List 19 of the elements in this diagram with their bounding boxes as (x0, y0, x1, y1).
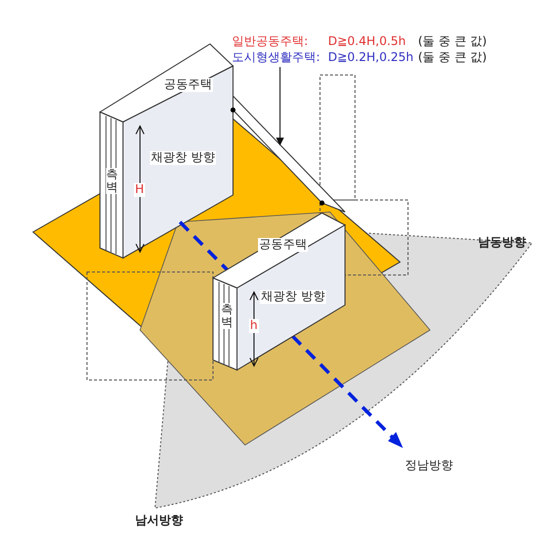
direction-label: 정남방향 (405, 459, 453, 473)
formula-note: (둘 중 큰 값) (418, 33, 487, 49)
building-type-label: 도시형생활주택: (232, 49, 320, 65)
building-gap-strip (232, 94, 346, 212)
window-direction-label: 채광창 방향 (260, 290, 326, 304)
side-wall-label: 측벽 (221, 303, 233, 330)
direction-label: 남서방향 (135, 514, 183, 528)
height-label: h (249, 319, 259, 333)
building-type-label: 일반공동주택: (232, 33, 308, 49)
leader-line (276, 66, 284, 146)
direction-label: 남동방향 (478, 236, 526, 250)
distance-formula: D≧0.2H,0.25h (328, 49, 414, 65)
side-wall-label: 측벽 (106, 168, 118, 194)
window-direction-label: 채광창 방향 (150, 151, 216, 165)
building-label: 공동주택 (258, 238, 308, 252)
formula-note: (둘 중 큰 값) (418, 49, 487, 65)
distance-formula: D≧0.4H,0.5h (328, 33, 406, 49)
building-label: 공동주택 (163, 78, 213, 92)
height-label: H (134, 183, 146, 197)
